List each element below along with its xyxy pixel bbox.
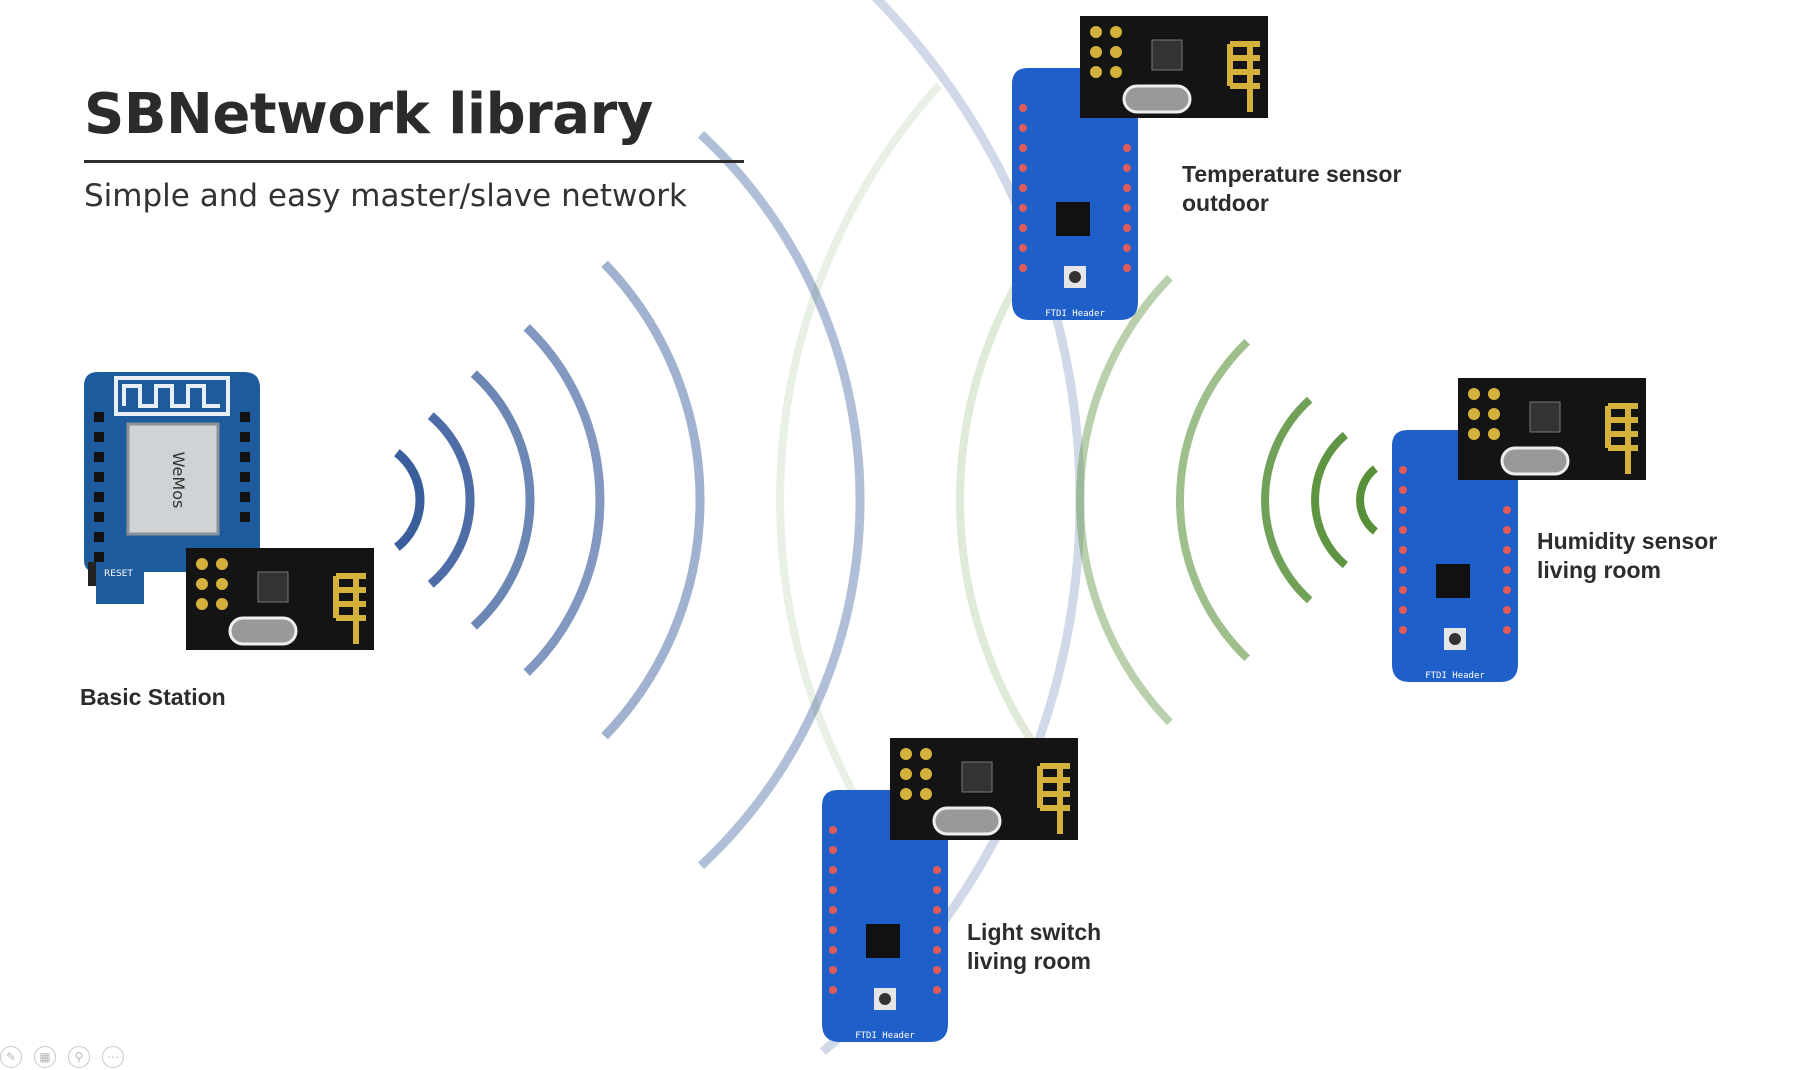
signal-arc xyxy=(819,0,1085,1056)
light-node-label: Light switch living room xyxy=(967,918,1101,976)
pen-icon[interactable]: ✎ xyxy=(0,1046,22,1068)
nrf24-radio-module xyxy=(890,738,1078,840)
signal-arc xyxy=(601,260,705,740)
pro-trinket-board: FTDI Header xyxy=(1012,68,1138,320)
slides-icon[interactable]: ▦ xyxy=(34,1046,56,1068)
pro-trinket-board: FTDI Header xyxy=(822,790,948,1042)
signal-arc xyxy=(697,131,865,869)
presentation-toolbar: ✎ ▦ ⚲ ⋯ xyxy=(0,1046,124,1068)
svg-text:WeMos: WeMos xyxy=(169,452,188,509)
signal-arc xyxy=(470,370,535,630)
svg-text:RESET: RESET xyxy=(104,569,133,579)
label-line: living room xyxy=(1537,557,1661,583)
signal-arc xyxy=(523,324,605,676)
temperature-node-label: Temperature sensor outdoor xyxy=(1182,160,1401,218)
nrf24-radio-module xyxy=(1458,378,1646,480)
label-line: Light switch xyxy=(967,919,1102,945)
humidity-node-label: Humidity sensor living room xyxy=(1537,527,1717,585)
label-line: Basic Station xyxy=(80,684,226,710)
signal-arc xyxy=(1176,338,1250,662)
page-title: SBNetwork library xyxy=(84,82,653,147)
signal-arc xyxy=(1356,465,1379,535)
signal-arc xyxy=(1261,396,1313,604)
label-line: Temperature sensor xyxy=(1182,161,1402,187)
svg-text:FTDI Header: FTDI Header xyxy=(1045,309,1105,319)
label-line: outdoor xyxy=(1182,190,1269,216)
label-line: Humidity sensor xyxy=(1537,528,1718,554)
pro-trinket-board: FTDI Header xyxy=(1392,430,1518,682)
wemos-d1-board: WeMos RESET xyxy=(84,372,260,604)
master-node-label: Basic Station xyxy=(80,683,226,712)
signal-arc xyxy=(394,449,425,551)
signal-arc xyxy=(1311,431,1348,569)
more-icon[interactable]: ⋯ xyxy=(102,1046,124,1068)
nrf24-radio-module xyxy=(1080,16,1268,118)
signal-arc xyxy=(427,412,475,588)
signal-arc xyxy=(1076,274,1173,726)
nrf24-radio-module xyxy=(186,548,374,650)
svg-text:FTDI Header: FTDI Header xyxy=(855,1031,915,1041)
zoom-icon[interactable]: ⚲ xyxy=(68,1046,90,1068)
title-underline xyxy=(84,160,744,163)
page-subtitle: Simple and easy master/slave network xyxy=(84,178,687,214)
svg-text:FTDI Header: FTDI Header xyxy=(1425,671,1485,681)
label-line: living room xyxy=(967,948,1091,974)
